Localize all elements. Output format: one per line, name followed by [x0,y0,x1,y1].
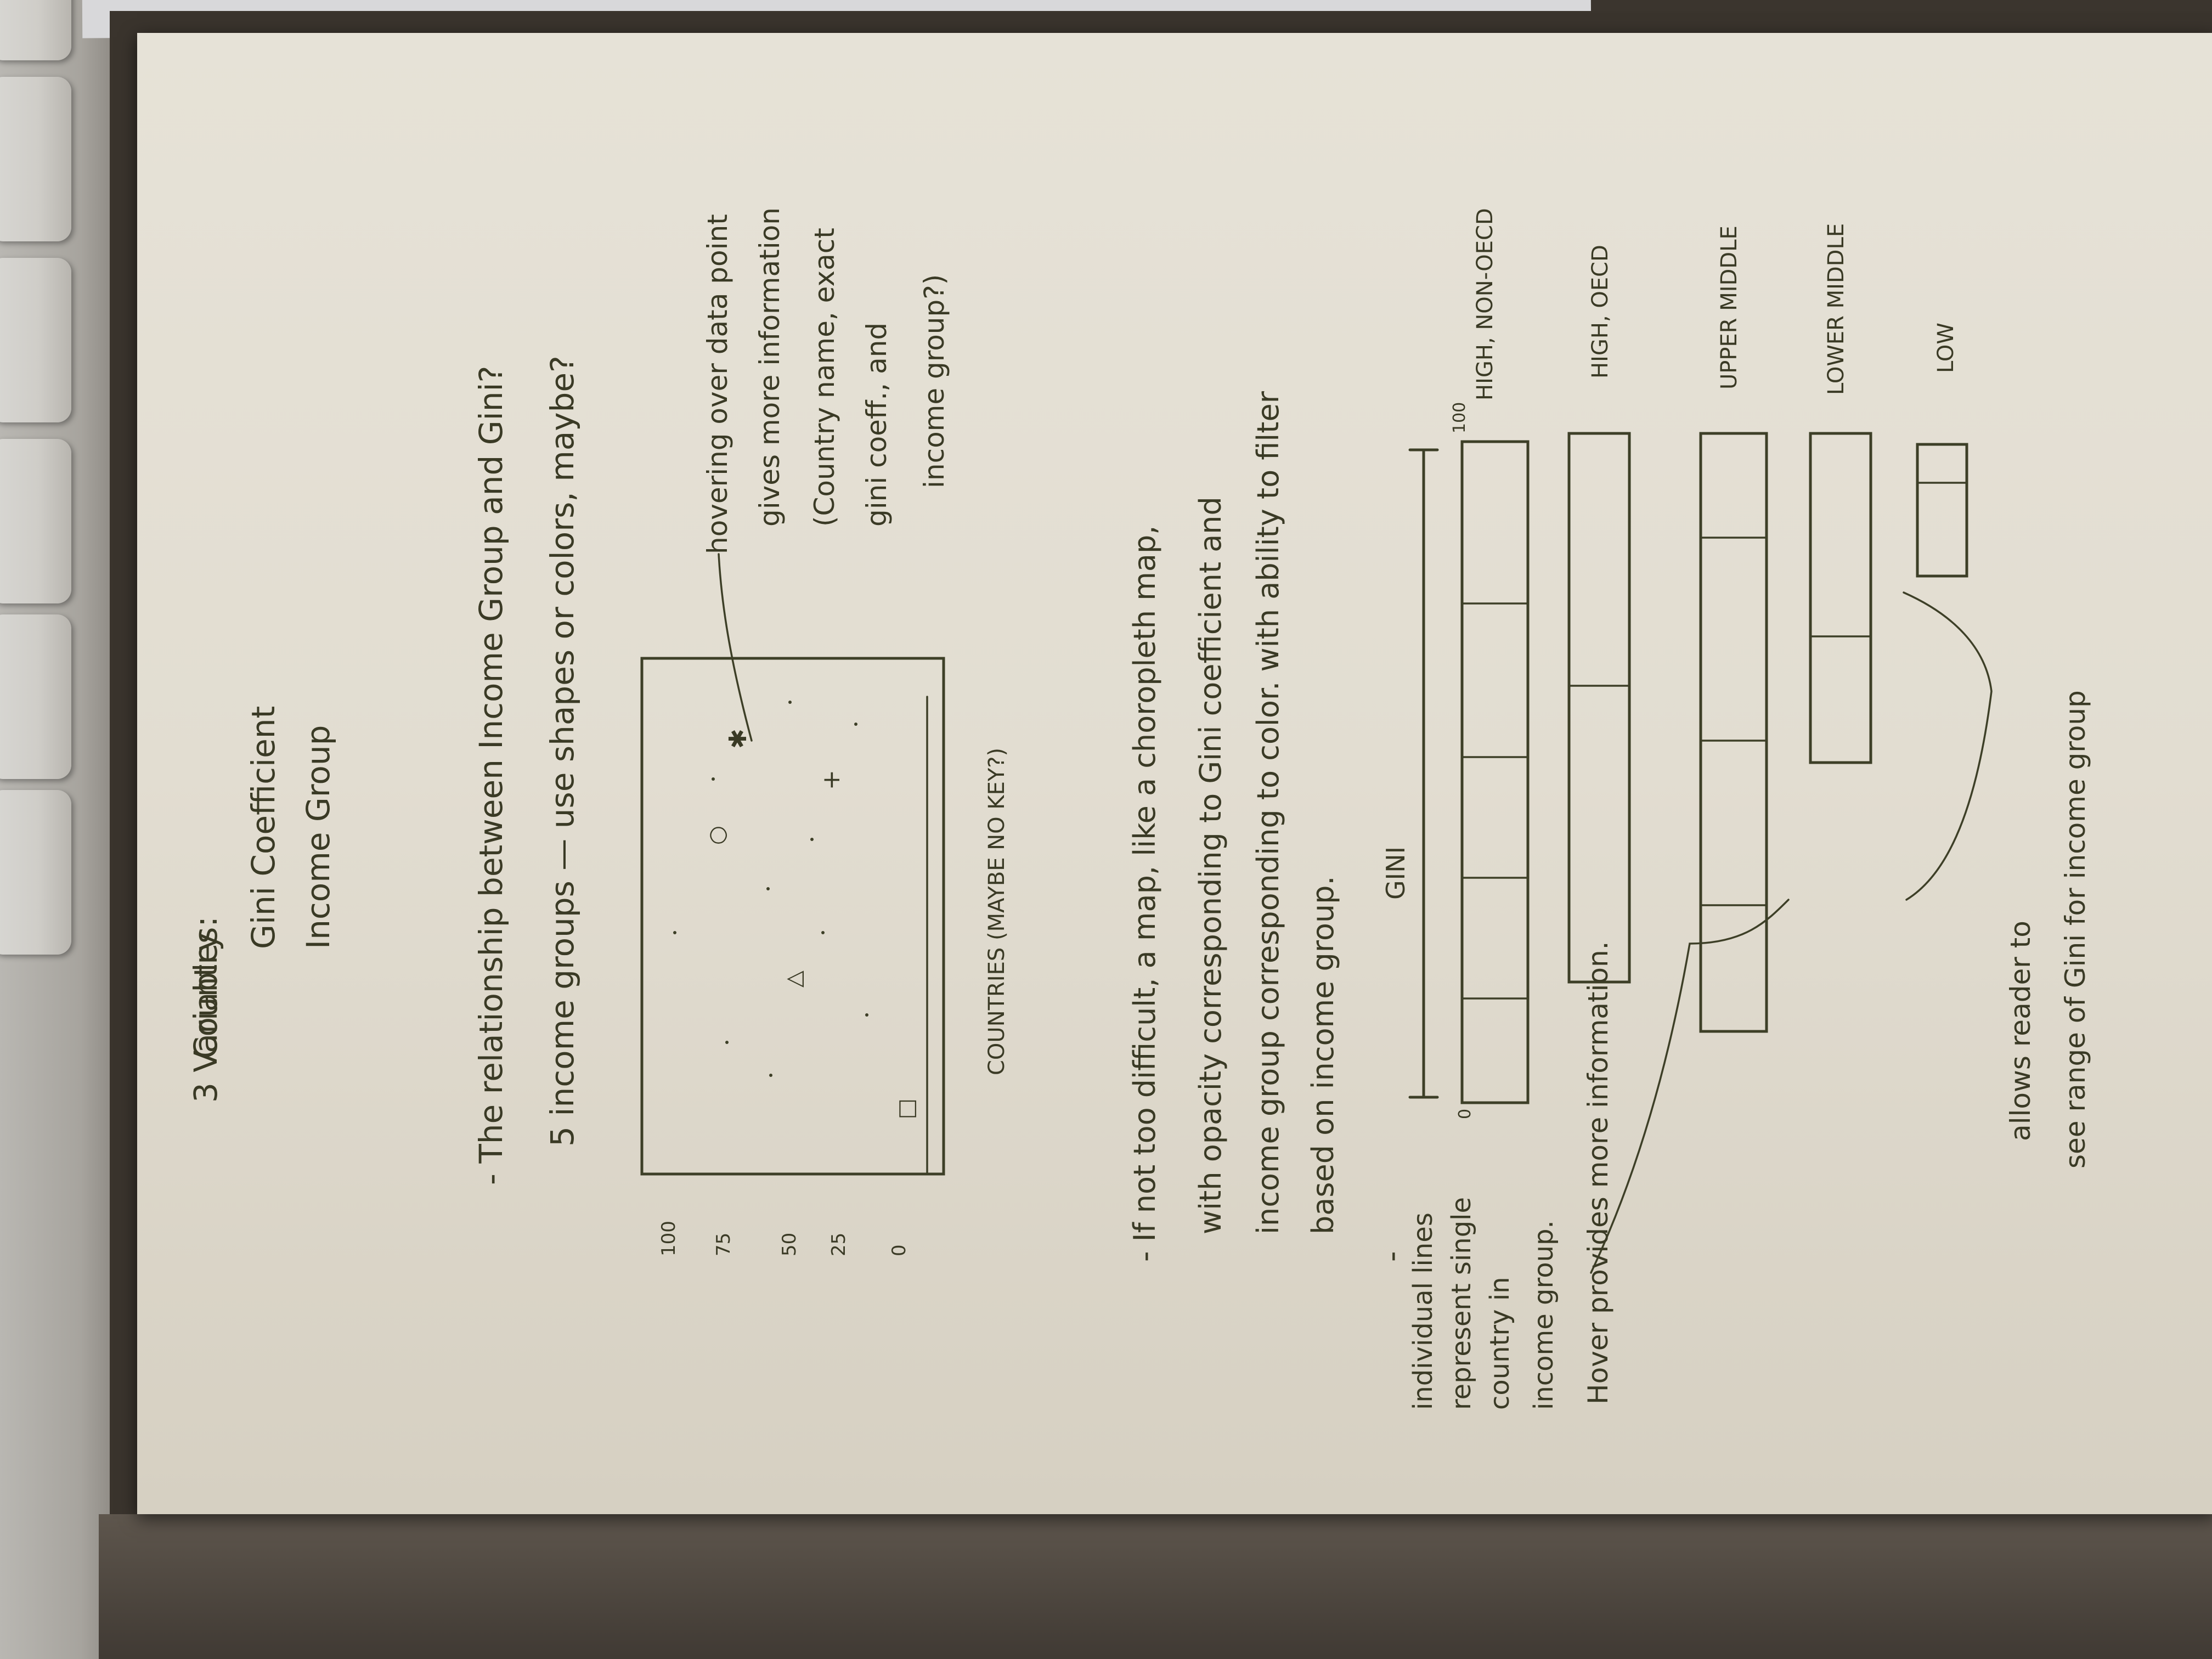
scatter-dot [766,887,770,890]
gini-strip [1916,443,1968,578]
allows-note-pointer [1903,591,1993,901]
gini-axis-max: 100 [1450,402,1469,433]
marker-circle: ○ [704,826,730,845]
gini-axis-label: GINI [1381,847,1410,900]
strip-label: LOWER MIDDLE [1824,223,1849,395]
lines-note-pointer [1590,899,1790,1274]
strip-label: HIGH, OECD [1588,245,1613,379]
gini-strip [1809,432,1872,764]
keyboard [0,0,115,1659]
keyboard-key [0,258,71,422]
scatter-dot [725,1041,729,1044]
relationship-question: - The relationship between Income Group … [472,366,510,1185]
scatter-frame [640,657,945,1176]
variables-block: 3 Variables: Country Gini Coefficient In… [187,706,337,1103]
allows-note: allows reader to see range of Gini for i… [2005,690,2091,1169]
hover-note-line: gini coeff., and [861,323,893,527]
dash-mark: - [1374,1251,1409,1262]
allows-note-line: see range of Gini for income group [2059,690,2091,1169]
gini-axis-min: 0 [1455,1109,1475,1119]
gini-strip [1460,440,1530,1104]
variable-country: Country [187,933,224,1059]
scatter-dot [810,838,814,841]
hover-note-line: income group?) [918,274,950,488]
keyboard-key [0,0,71,60]
scatter-dot [673,931,676,934]
variables-label: 3 Variables: [187,916,224,1103]
strip-label: UPPER MIDDLE [1717,225,1742,390]
scatter-y-tick: 75 [713,1233,735,1256]
keyboard-key [0,614,71,779]
scatter-markers: □ △ ○ + ✱ [673,701,919,1119]
hover-note-line: hovering over data point [702,214,733,554]
scatter-sketch: 100 75 50 25 0 COUNTRIES (MAYBE NO KEY?)… [640,553,1009,1256]
gini-strip [1699,432,1768,1033]
map-idea-line: income group corresponding to color. wit… [1251,391,1285,1234]
hover-note-line: gives more information [754,207,786,527]
scatter-dot [788,701,792,704]
scatter-y-top: 100 [658,1221,680,1256]
map-idea-line: - If not too difficult, a map, like a ch… [1127,526,1162,1262]
keyboard-key [0,439,71,603]
scatter-y-tick: 50 [778,1233,800,1256]
strip-label: LOW [1933,323,1959,373]
scatter-dot [821,931,825,934]
scatter-x-label: COUNTRIES (MAYBE NO KEY?) [984,748,1009,1075]
marker-star: ✱ [724,729,752,749]
notebook-page [137,33,2212,1514]
lines-note-line: country in [1485,1277,1515,1410]
strip-label: HIGH, NON-OECD [1472,208,1498,400]
lines-note-line: individual lines [1408,1212,1438,1410]
hover-provides-note: Hover provides more information. [1582,941,1614,1404]
variable-gini: Gini Coefficient [245,706,282,949]
income-group-strips: HIGH, NON-OECD HIGH, OECD UPPER MIDDLE LOWE… [1460,208,1968,1104]
scatter-dot [854,723,857,726]
scatter-y-bottom: 0 [888,1244,910,1256]
map-idea-line: based on income group. [1306,876,1340,1234]
hover-note-line: (Country name, exact [809,228,840,527]
marker-plus: + [817,770,845,790]
marker-square: □ [894,1098,919,1119]
scatter-dot [712,777,715,781]
map-idea-block: - If not too difficult, a map, like a ch… [1127,391,1340,1262]
variable-income-group: Income Group [300,725,337,949]
marker-triangle: △ [781,970,806,988]
hover-note: hovering over data point gives more info… [702,207,950,554]
allows-note-line: allows reader to [2005,921,2036,1141]
scatter-dot [865,1013,868,1017]
scatter-dot [769,1074,772,1077]
income-groups-note: 5 income groups — use shapes or colors, … [544,356,581,1147]
lines-note-line: represent single [1446,1197,1477,1410]
map-idea-line: with opacity corresponding to Gini coeff… [1193,496,1228,1234]
keyboard-key [0,790,71,955]
gini-strip [1567,432,1631,984]
notebook-edge [99,1514,2212,1659]
lines-note: individual lines represent single countr… [1408,1197,1559,1410]
hover-pointer-arrow [718,553,753,742]
scatter-y-tick: 25 [828,1233,850,1256]
gini-strip-sketch: GINI 0 100 HIGH, NON-OECD HIGH, OECD UPPER… [1381,208,1968,1119]
keyboard-key [0,77,71,241]
lines-note-line: income group. [1528,1220,1559,1410]
